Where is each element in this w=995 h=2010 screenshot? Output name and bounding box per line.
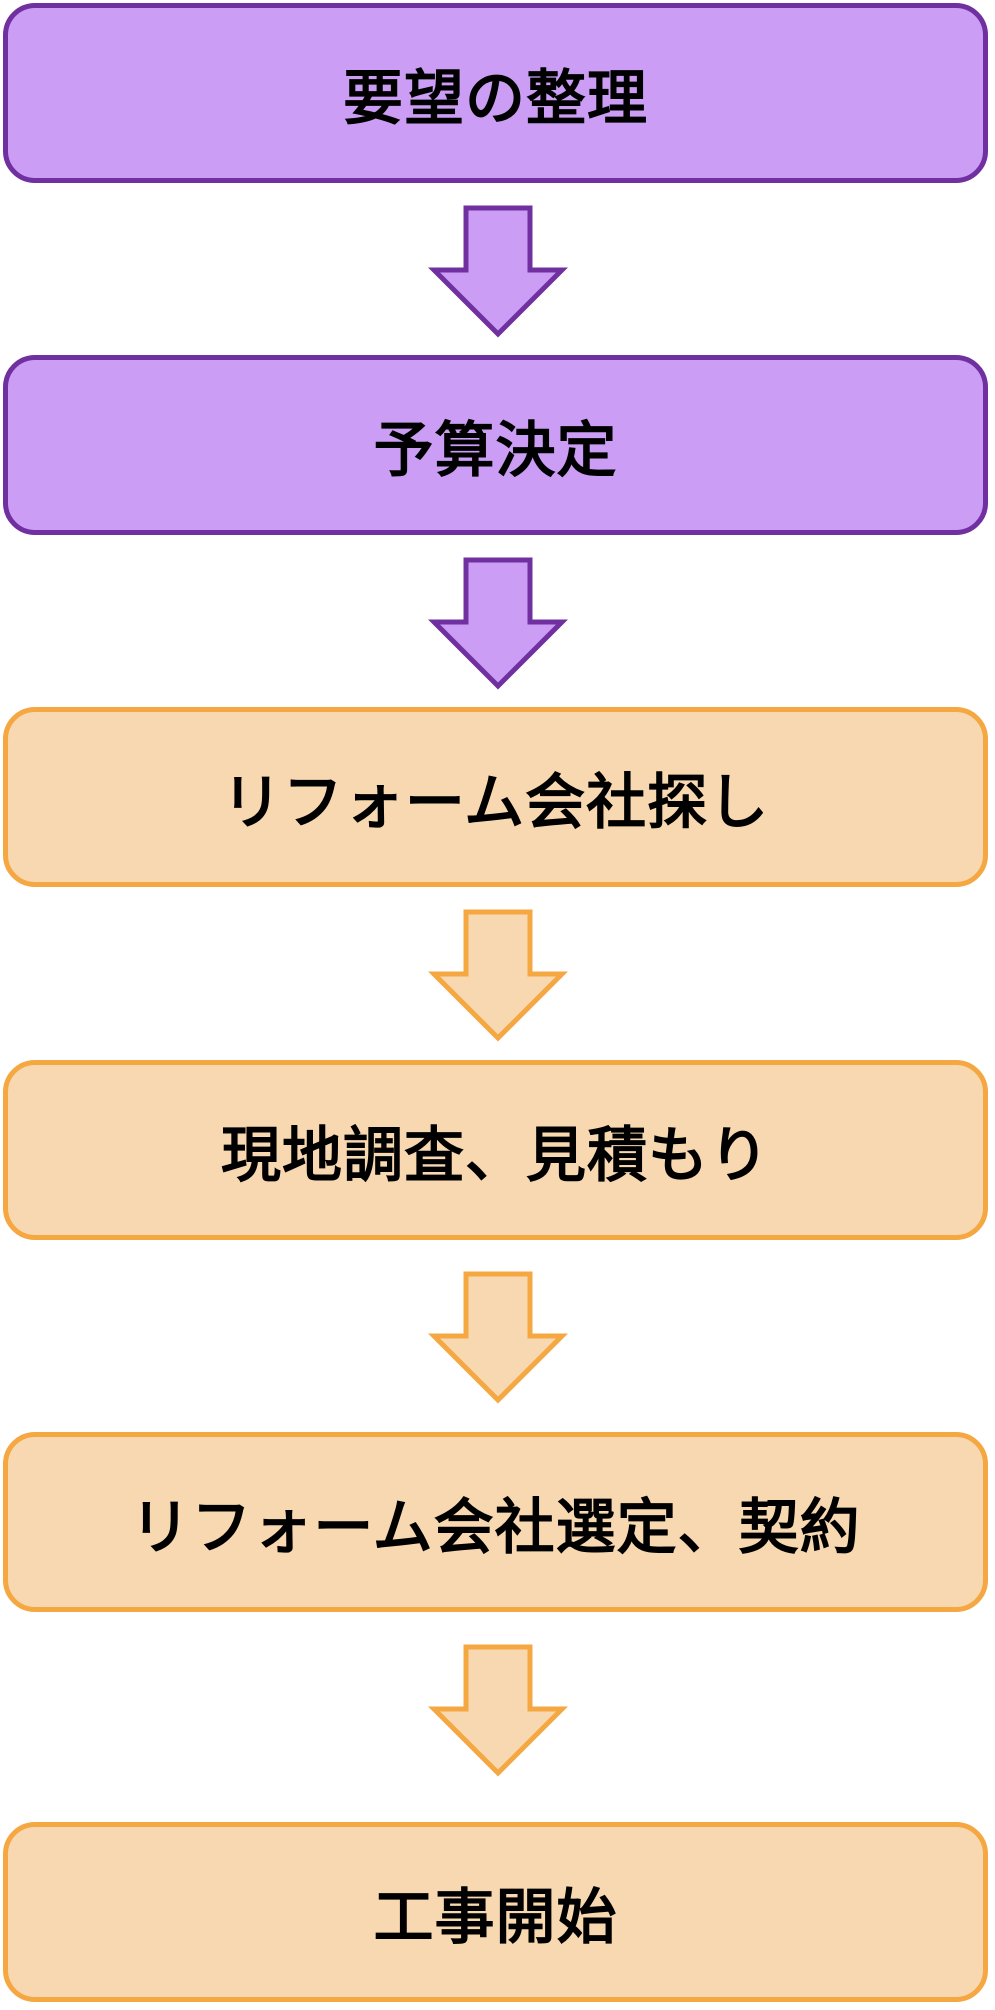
down-arrow-icon <box>428 909 568 1042</box>
down-arrow-icon <box>428 205 568 338</box>
down-arrow-icon <box>428 557 568 690</box>
step-box-budget: 予算決定 <box>3 355 988 535</box>
down-arrow-icon <box>428 1644 568 1777</box>
down-arrow-icon <box>428 1271 568 1404</box>
step-box-requirements: 要望の整理 <box>3 3 988 183</box>
step-label: リフォーム会社探し <box>221 767 770 838</box>
step-box-select-contract: リフォーム会社選定、契約 <box>3 1432 988 1612</box>
step-box-find-company: リフォーム会社探し <box>3 707 988 887</box>
step-label: リフォーム会社選定、契約 <box>130 1492 861 1563</box>
step-label: 予算決定 <box>373 415 618 486</box>
step-label: 工事開始 <box>373 1882 618 1953</box>
step-label: 要望の整理 <box>343 63 648 134</box>
step-box-site-survey: 現地調査、見積もり <box>3 1060 988 1240</box>
step-box-construction-start: 工事開始 <box>3 1822 988 2002</box>
step-label: 現地調査、見積もり <box>221 1120 770 1191</box>
